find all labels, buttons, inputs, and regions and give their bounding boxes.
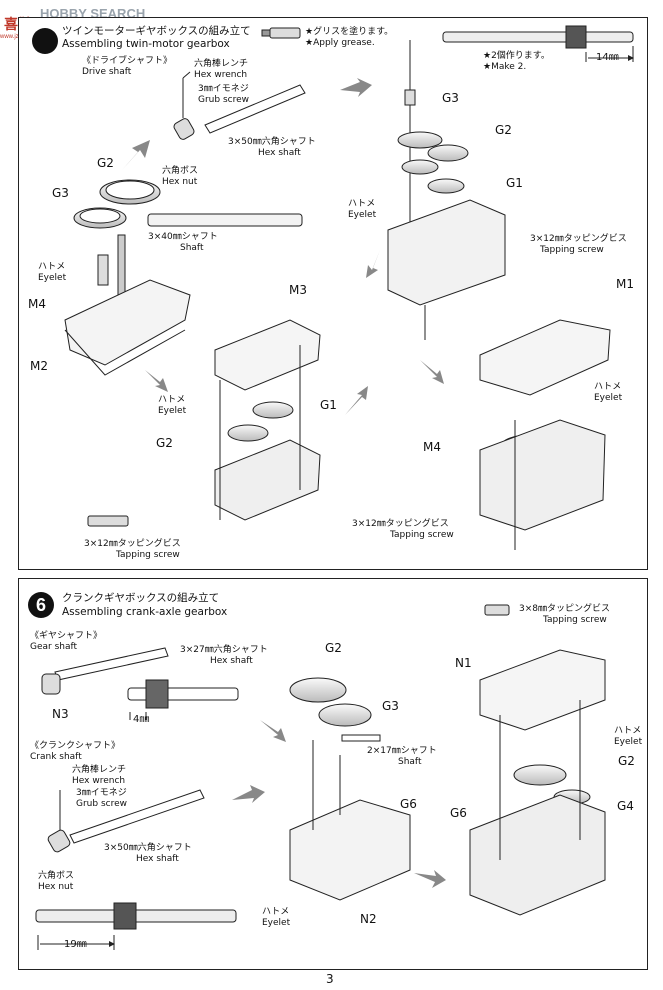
label-g3-right: G3 [442,91,459,105]
tapping-right-jp: 3×12㎜タッピングビス [530,234,627,244]
tapping8-en: Tapping screw [543,615,607,625]
label-g4: G4 [617,799,634,813]
hex-shaft-50-en: Hex shaft [258,148,301,158]
eyelet-left-jp: ハトメ [38,262,66,272]
shaft-40-jp: 3×40㎜シャフト [148,232,218,242]
gear-shaft-title-jp: 《ギヤシャフト》 [30,631,103,641]
label-g2-step6: G2 [325,641,342,655]
eyelet-mid-jp: ハトメ [158,395,186,405]
label-n2: N2 [360,912,377,926]
hex-wrench6-jp: 六角棒レンチ [72,765,127,775]
step5-title-jp: ツインモーターギヤボックスの組み立て [62,25,251,37]
label-m2: M2 [30,359,48,373]
label-g6-left: G6 [400,797,417,811]
eyelet-right-jp: ハトメ [348,199,376,209]
label-g3-step6: G3 [382,699,399,713]
tapping-right-en: Tapping screw [540,245,604,255]
make2-note-jp: ★2個作ります。 [483,51,550,61]
eyelet-right-en: Eyelet [348,210,377,220]
label-g2-left: G2 [97,156,114,170]
hex-nut-en: Hex nut [162,177,198,187]
make2-note-en: ★Make 2. [483,62,527,72]
crank-shaft-title-jp: 《クランクシャフト》 [30,741,121,751]
tapping-left-en: Tapping screw [116,550,180,560]
label-g3-left: G3 [52,186,69,200]
eyelet6-right-jp: ハトメ [614,726,642,736]
step5-title-en: Assembling twin-motor gearbox [62,38,230,50]
drive-shaft-title-en: Drive shaft [82,67,132,77]
grub-screw6-jp: 3㎜イモネジ [76,788,127,798]
hex-shaft-50-jp: 3×50㎜六角シャフト [228,137,316,147]
tapping8-jp: 3×8㎜タッピングビス [519,604,610,614]
label-m1: M1 [616,277,634,291]
shaft-17-en: Shaft [398,757,422,767]
step6-title-jp: クランクギヤボックスの組み立て [62,592,220,604]
tapping-left-jp: 3×12㎜タッピングビス [84,539,181,549]
label-g1-right: G1 [506,176,523,190]
tapping-mid-jp: 3×12㎜タッピングビス [352,519,449,529]
hex-nut6-en: Hex nut [38,882,74,892]
dim-4mm: 4㎜ [133,714,150,725]
hex-nut6-jp: 六角ボス [38,871,75,881]
hex-wrench-jp: 六角棒レンチ [194,59,249,69]
page-number: 3 [326,972,334,986]
eyelet-right2-jp: ハトメ [594,382,622,392]
grub-screw6-en: Grub screw [76,799,127,809]
label-g2-step6-right: G2 [618,754,635,768]
step5-panel [18,17,648,570]
hex-wrench6-en: Hex wrench [72,776,126,786]
step6-number-badge: 6 [28,592,54,618]
eyelet-left-en: Eyelet [38,273,67,283]
label-n3: N3 [52,707,69,721]
hex-wrench-en: Hex wrench [194,70,248,80]
step6-title-en: Assembling crank-axle gearbox [62,606,228,618]
eyelet6-right-en: Eyelet [614,737,643,747]
label-n1: N1 [455,656,472,670]
label-g2-mid: G2 [156,436,173,450]
hex-shaft-50b-en: Hex shaft [136,854,179,864]
eyelet6-left-jp: ハトメ [262,907,290,917]
label-m3: M3 [289,283,307,297]
step5-number-badge [32,28,58,54]
eyelet-right2-en: Eyelet [594,393,623,403]
gear-shaft-title-en: Gear shaft [30,642,78,652]
dim-19mm: 19㎜ [64,939,87,950]
label-m4-right: M4 [423,440,441,454]
grease-note-jp: ★グリスを塗ります。 [305,27,394,37]
hex-shaft-27-jp: 3×27㎜六角シャフト [180,645,268,655]
grub-screw-en: Grub screw [198,95,249,105]
tapping-mid-en: Tapping screw [390,530,454,540]
label-g2-right: G2 [495,123,512,137]
label-g6-right: G6 [450,806,467,820]
label-g1-mid: G1 [320,398,337,412]
grease-note-en: ★Apply grease. [305,38,375,48]
drive-shaft-title-jp: 《ドライブシャフト》 [82,56,173,66]
shaft-40-en: Shaft [180,243,204,253]
eyelet6-left-en: Eyelet [262,918,291,928]
crank-shaft-title-en: Crank shaft [30,752,82,762]
hex-shaft-27-en: Hex shaft [210,656,253,666]
hex-shaft-50b-jp: 3×50㎜六角シャフト [104,843,192,853]
dim-14mm: 14㎜ [596,52,619,63]
label-m4-left: M4 [28,297,46,311]
grub-screw-jp: 3㎜イモネジ [198,84,249,94]
shaft-17-jp: 2×17㎜シャフト [367,746,437,756]
hex-nut-jp: 六角ボス [162,166,199,176]
eyelet-mid-en: Eyelet [158,406,187,416]
